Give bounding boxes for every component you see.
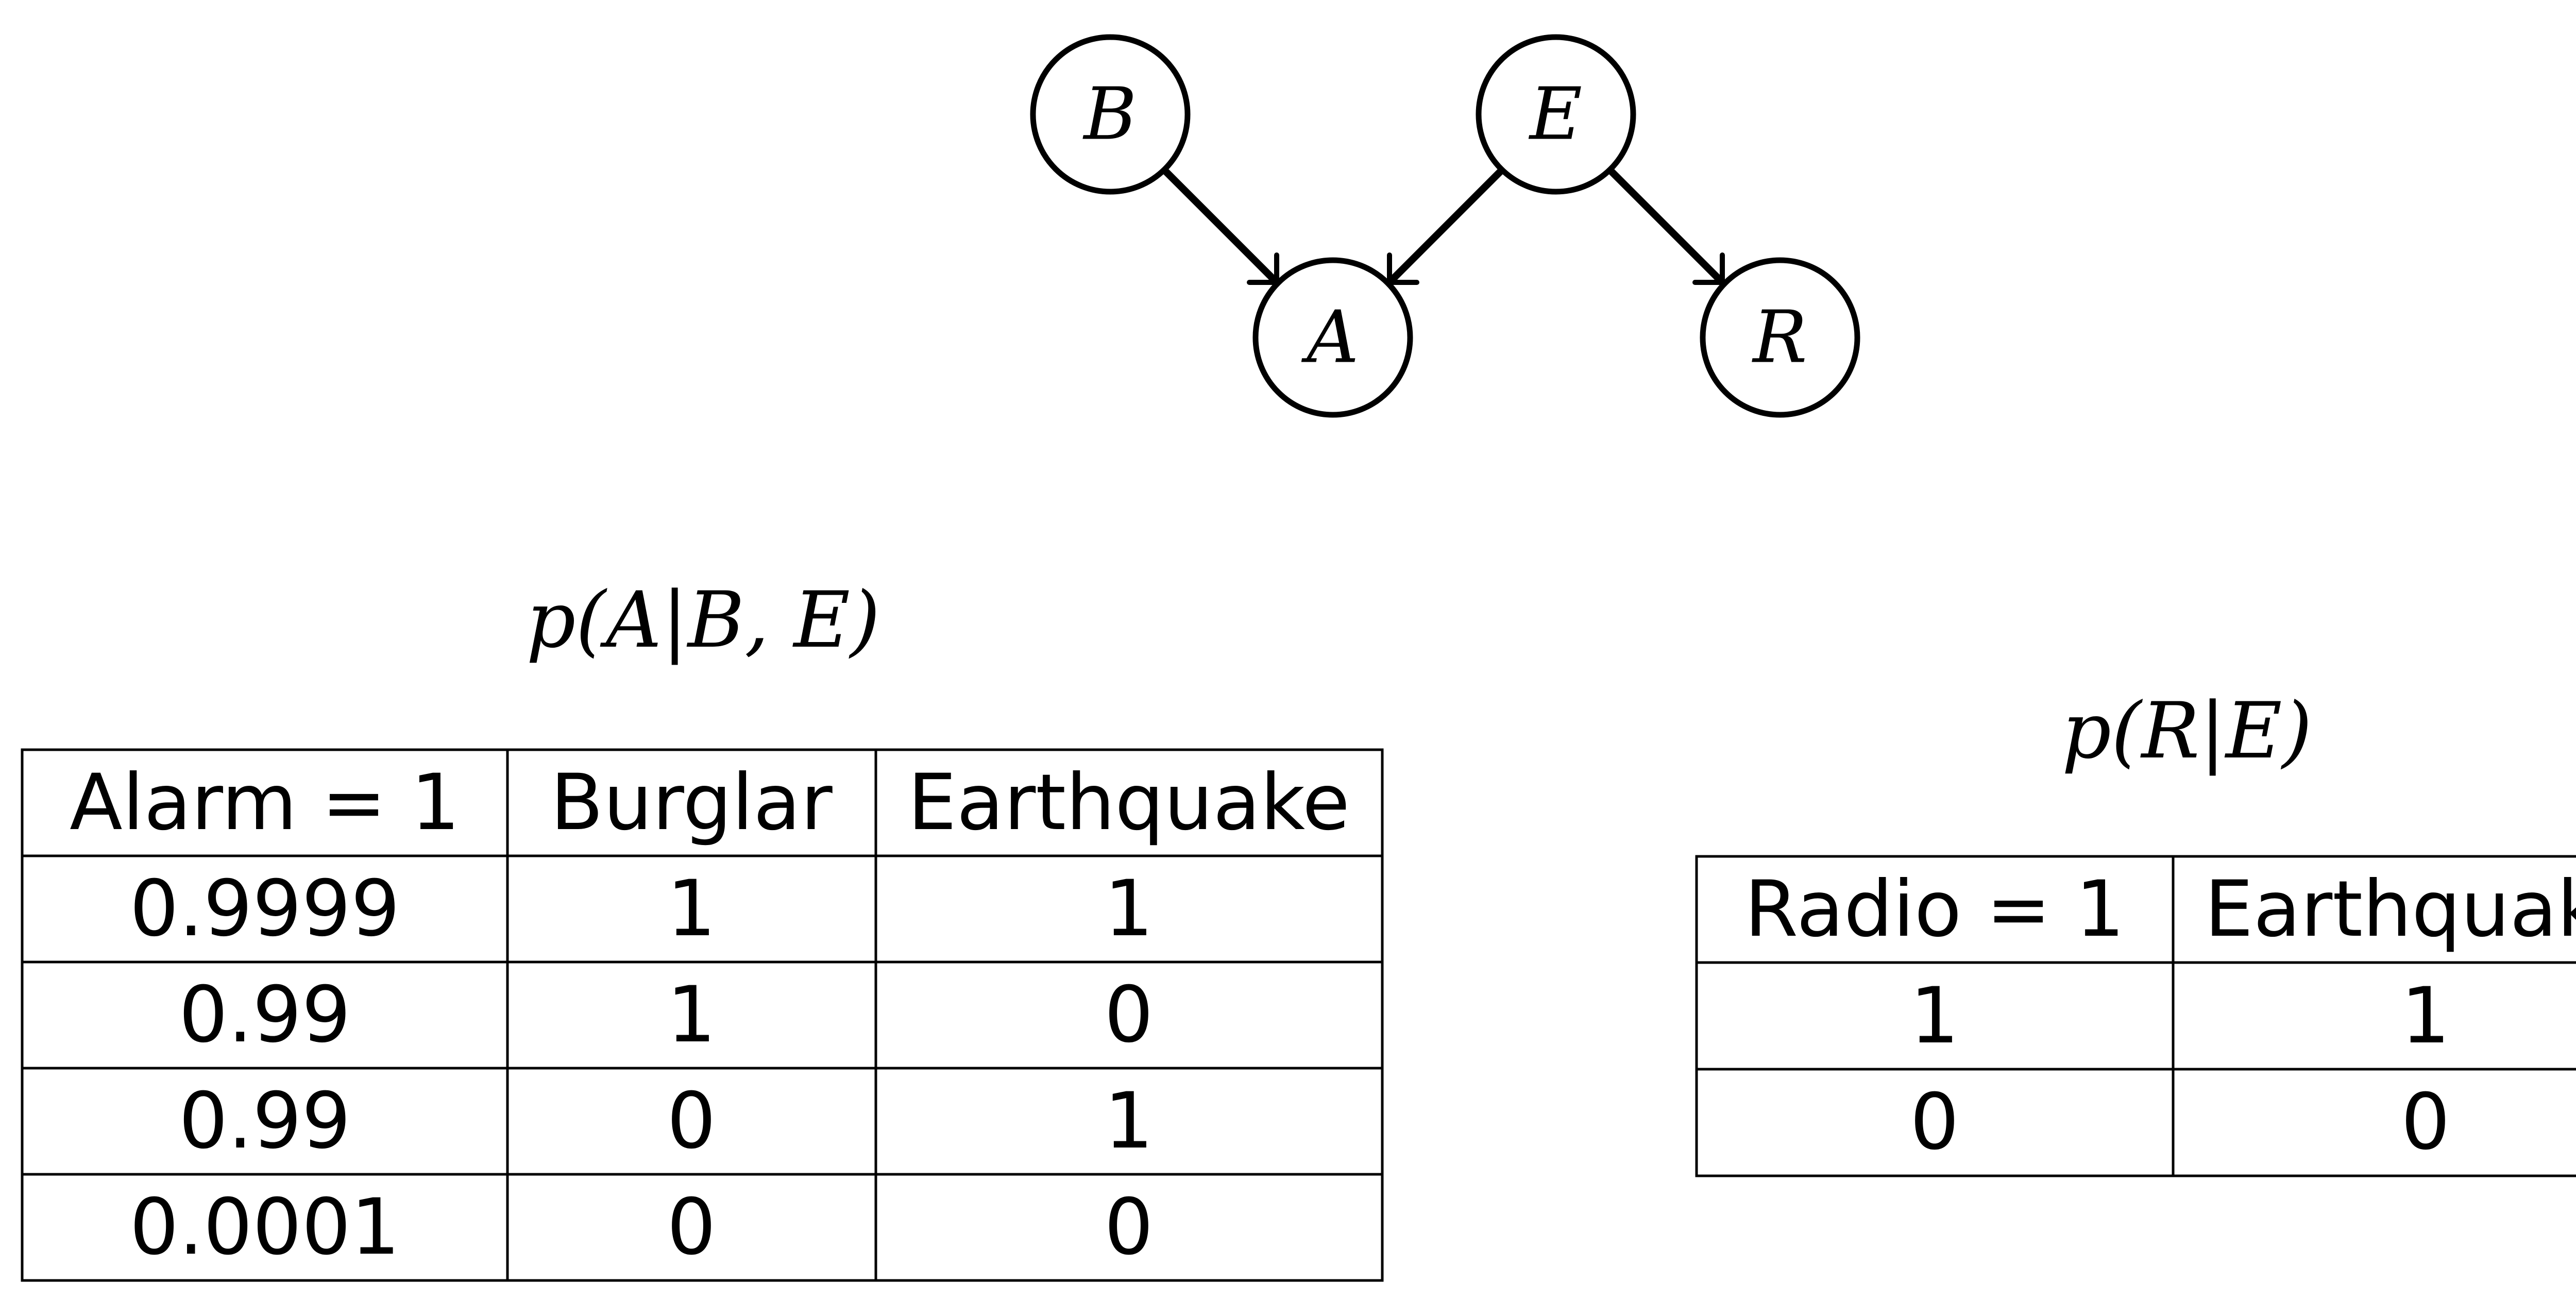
- alarm-table-cell: 0.0001: [130, 1183, 400, 1272]
- alarm-table-cell: 0: [667, 1076, 716, 1166]
- node-e-label: E: [1528, 73, 1582, 157]
- edge-e-to-a: [1387, 166, 1505, 284]
- edges: [1161, 166, 1725, 285]
- alarm-table-header-cell: Alarm = 1: [70, 758, 460, 848]
- node-e-circle: [1476, 34, 1636, 195]
- node-r: R: [1700, 257, 1860, 418]
- alarm-table-cell: 0.99: [179, 1076, 351, 1166]
- edge-b-to-a: [1161, 166, 1279, 284]
- alarm-table-cell: 1: [1104, 1076, 1153, 1166]
- node-a: A: [1252, 257, 1413, 418]
- node-b-label: B: [1082, 73, 1137, 157]
- alarm-table-header-cell: Burglar: [550, 758, 833, 848]
- alarm-table-cell: 0.99: [179, 970, 351, 1060]
- node-b-circle: [1030, 34, 1191, 195]
- radio-table: Radio = 1 Earthquake 1 1 0 0: [1695, 855, 2576, 1177]
- alarm-table-cell: 1: [1104, 864, 1153, 954]
- radio-table-border: [1695, 855, 2576, 1177]
- radio-table-cell: 1: [2401, 971, 2450, 1061]
- alarm-table-cell: 0: [1104, 1183, 1153, 1272]
- alarm-table-cell: 1: [667, 864, 716, 954]
- alarm-table-cell: 1: [667, 970, 716, 1060]
- edge-e-to-r: [1606, 166, 1724, 284]
- alarm-table-formula: p(A|B, E): [526, 576, 880, 665]
- node-e: E: [1476, 34, 1636, 195]
- node-a-circle: [1252, 257, 1413, 418]
- node-r-label: R: [1751, 296, 1807, 380]
- alarm-table: Alarm = 1 Burglar Earthquake 0.9999 1 1 …: [21, 748, 1384, 1282]
- alarm-table-border: [21, 748, 1384, 1282]
- radio-table-cell: 0: [1910, 1077, 1959, 1167]
- alarm-table-cell: 0: [1104, 970, 1153, 1060]
- node-a-label: A: [1301, 296, 1359, 380]
- radio-table-header-cell: Radio = 1: [1744, 865, 2125, 954]
- radio-table-cell: 1: [1910, 971, 1959, 1061]
- alarm-table-header-cell: Earthquake: [908, 758, 1350, 848]
- node-r-circle: [1700, 257, 1860, 418]
- node-b: B: [1030, 34, 1191, 195]
- radio-table-formula: p(R|E): [2062, 686, 2312, 776]
- radio-table-header-cell: Earthquake: [2205, 865, 2576, 954]
- radio-table-cell: 0: [2401, 1077, 2450, 1167]
- alarm-table-cell: 0.9999: [130, 864, 400, 954]
- alarm-table-cell: 0: [667, 1183, 716, 1272]
